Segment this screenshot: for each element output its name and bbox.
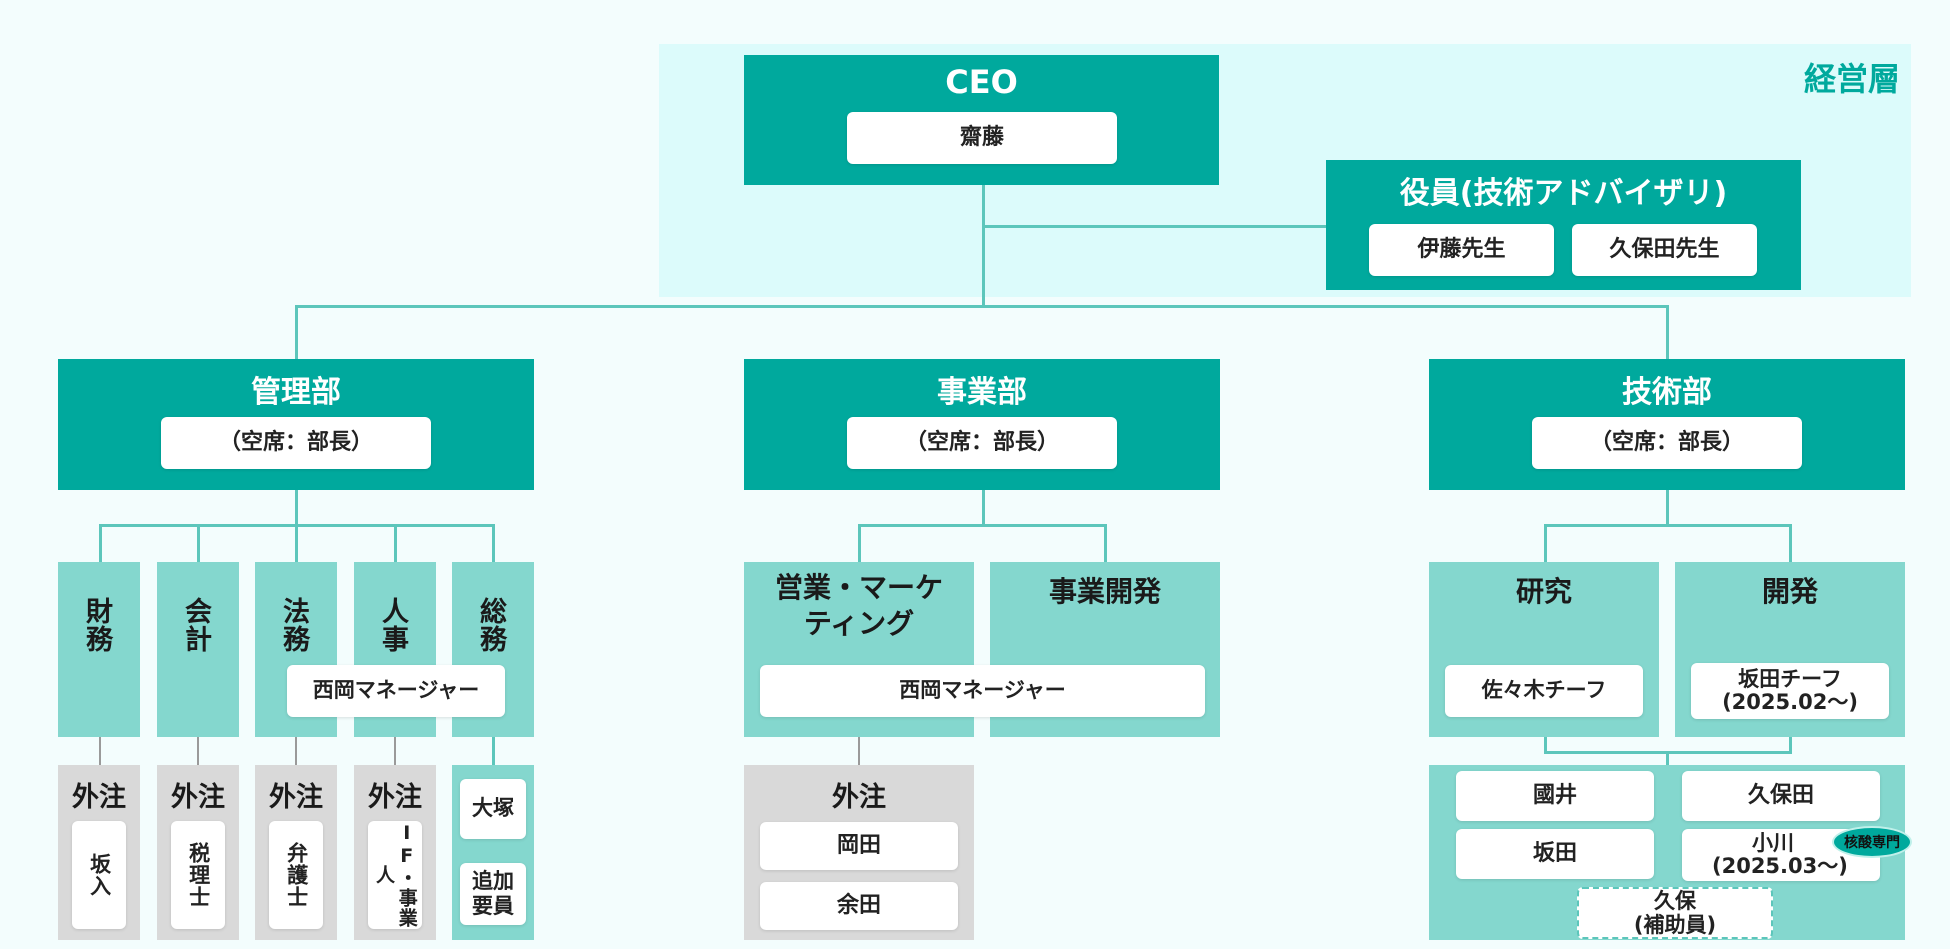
connector-business-unit-1 (858, 524, 861, 562)
connector-tech-unit-1 (1544, 524, 1547, 562)
connector-out-4 (394, 737, 396, 765)
outsource-card-sakairi: 坂入 (72, 821, 126, 929)
member-card-kunii: 國井 (1456, 771, 1654, 821)
dept-business-head-card: （空席：部長） (847, 417, 1117, 469)
dept-tech-box: 技術部 （空席：部長） (1429, 359, 1905, 490)
unit-general-affairs-label: 総務 (475, 597, 506, 653)
connector-out-business (858, 737, 860, 765)
business-outsource-label: 外注 (832, 782, 886, 813)
connector-tech-down (1666, 490, 1669, 526)
dev-chief-since: (2025.02〜) (1722, 690, 1858, 714)
dept-admin-head-card: （空席：部長） (161, 417, 431, 469)
unit-accounting-label: 会計 (180, 597, 211, 653)
unit-sales-marketing-label: 営業・マーケティング (774, 571, 943, 641)
connector-to-admin (295, 305, 298, 360)
general-affairs-staff-box: 大塚 追加要員 (452, 765, 534, 940)
connector-dept-bus (295, 305, 1669, 308)
admin-manager-card: 西岡マネージャー (287, 665, 505, 717)
nucleic-acid-badge: 核酸専門 (1832, 826, 1912, 858)
connector-admin-down (295, 490, 298, 526)
business-manager-card: 西岡マネージャー (760, 665, 1205, 717)
connector-tech-merge-2 (1789, 737, 1792, 754)
connector-tech-to-members (1666, 751, 1669, 765)
connector-tech-merge-1 (1544, 737, 1547, 754)
assistant-name: 久保 (1654, 888, 1696, 913)
connector-tech-unit-2 (1789, 524, 1792, 562)
advisor-card-ito: 伊藤先生 (1369, 224, 1554, 276)
dev-chief-name: 坂田チーフ (1738, 666, 1842, 691)
advisors-box: 役員(技術アドバイザリ) 伊藤先生 久保田先生 (1326, 160, 1801, 290)
connector-out-2 (197, 737, 199, 765)
outsource-card-okada: 岡田 (760, 822, 958, 870)
unit-finance: 財務 (58, 562, 140, 737)
connector-to-tech (1666, 305, 1669, 360)
connector-admin-unit-3 (295, 524, 298, 562)
connector-out-3 (295, 737, 297, 765)
outsource-card-tax: 税理士 (171, 821, 225, 929)
unit-research: 研究 佐々木チーフ (1429, 562, 1659, 737)
unit-accounting: 会計 (157, 562, 239, 737)
research-chief-card: 佐々木チーフ (1445, 665, 1643, 717)
member-ogawa-since: (2025.03〜) (1712, 854, 1848, 878)
advisors-title: 役員(技術アドバイザリ) (1399, 176, 1728, 211)
ceo-box: CEO 齋藤 (744, 55, 1219, 185)
connector-ga-staff (492, 737, 495, 765)
connector-admin-unit-5 (492, 524, 495, 562)
unit-research-label: 研究 (1515, 575, 1572, 608)
dept-admin-title: 管理部 (251, 375, 341, 410)
member-ogawa-name: 小川 (1752, 830, 1794, 855)
unit-development-label: 開発 (1761, 575, 1818, 608)
outsource-label-1: 外注 (72, 782, 126, 813)
ceo-title: CEO (945, 63, 1018, 101)
connector-ceo-down (982, 184, 985, 308)
outsource-card-if: IF・事業人 (368, 821, 422, 929)
outsource-card-lawyer: 弁護士 (269, 821, 323, 929)
admin-outsource-1: 外注 坂入 (58, 765, 140, 940)
unit-hr-label: 人事 (377, 597, 408, 653)
staff-card-additional: 追加要員 (460, 863, 526, 925)
dept-business-title: 事業部 (937, 375, 1027, 410)
connector-admin-unit-4 (394, 524, 397, 562)
unit-legal-label: 法務 (278, 597, 309, 653)
assistant-card: 久保 (補助員) (1577, 887, 1773, 939)
assistant-role: (補助員) (1633, 913, 1717, 937)
dept-tech-title: 技術部 (1622, 375, 1712, 410)
outsource-label-4: 外注 (368, 782, 422, 813)
connector-admin-unit-1 (99, 524, 102, 562)
dev-chief-card: 坂田チーフ (2025.02〜) (1691, 663, 1889, 719)
unit-business-dev-label: 事業開発 (1048, 575, 1161, 608)
connector-out-1 (99, 737, 101, 765)
member-card-kubota: 久保田 (1682, 771, 1880, 821)
dept-admin-box: 管理部 （空席：部長） (58, 359, 534, 490)
outsource-label-2: 外注 (171, 782, 225, 813)
member-card-sakata: 坂田 (1456, 829, 1654, 879)
connector-admin-unit-2 (197, 524, 200, 562)
connector-business-bus (858, 524, 1107, 527)
outsource-card-yoda: 余田 (760, 882, 958, 930)
business-outsource-box: 外注 岡田 余田 (744, 765, 974, 940)
dept-tech-head-card: （空席：部長） (1532, 417, 1802, 469)
connector-business-down (982, 490, 985, 526)
admin-outsource-3: 外注 弁護士 (255, 765, 337, 940)
connector-business-unit-2 (1104, 524, 1107, 562)
admin-outsource-4: 外注 IF・事業人 (354, 765, 436, 940)
unit-development: 開発 坂田チーフ (2025.02〜) (1675, 562, 1905, 737)
admin-outsource-2: 外注 税理士 (157, 765, 239, 940)
ceo-name-card: 齋藤 (847, 112, 1117, 164)
connector-tech-bus (1544, 524, 1792, 527)
advisor-card-kubota: 久保田先生 (1572, 224, 1757, 276)
dept-business-box: 事業部 （空席：部長） (744, 359, 1220, 490)
connector-ceo-advisors (982, 225, 1327, 228)
staff-card-otsuka: 大塚 (460, 779, 526, 839)
unit-finance-label: 財務 (81, 597, 112, 653)
tech-members-box: 國井 久保田 坂田 小川 (2025.03〜) 核酸専門 久保 (補助員) (1429, 765, 1912, 940)
outsource-label-3: 外注 (269, 782, 323, 813)
executive-label: 経営層 (1803, 60, 1900, 98)
